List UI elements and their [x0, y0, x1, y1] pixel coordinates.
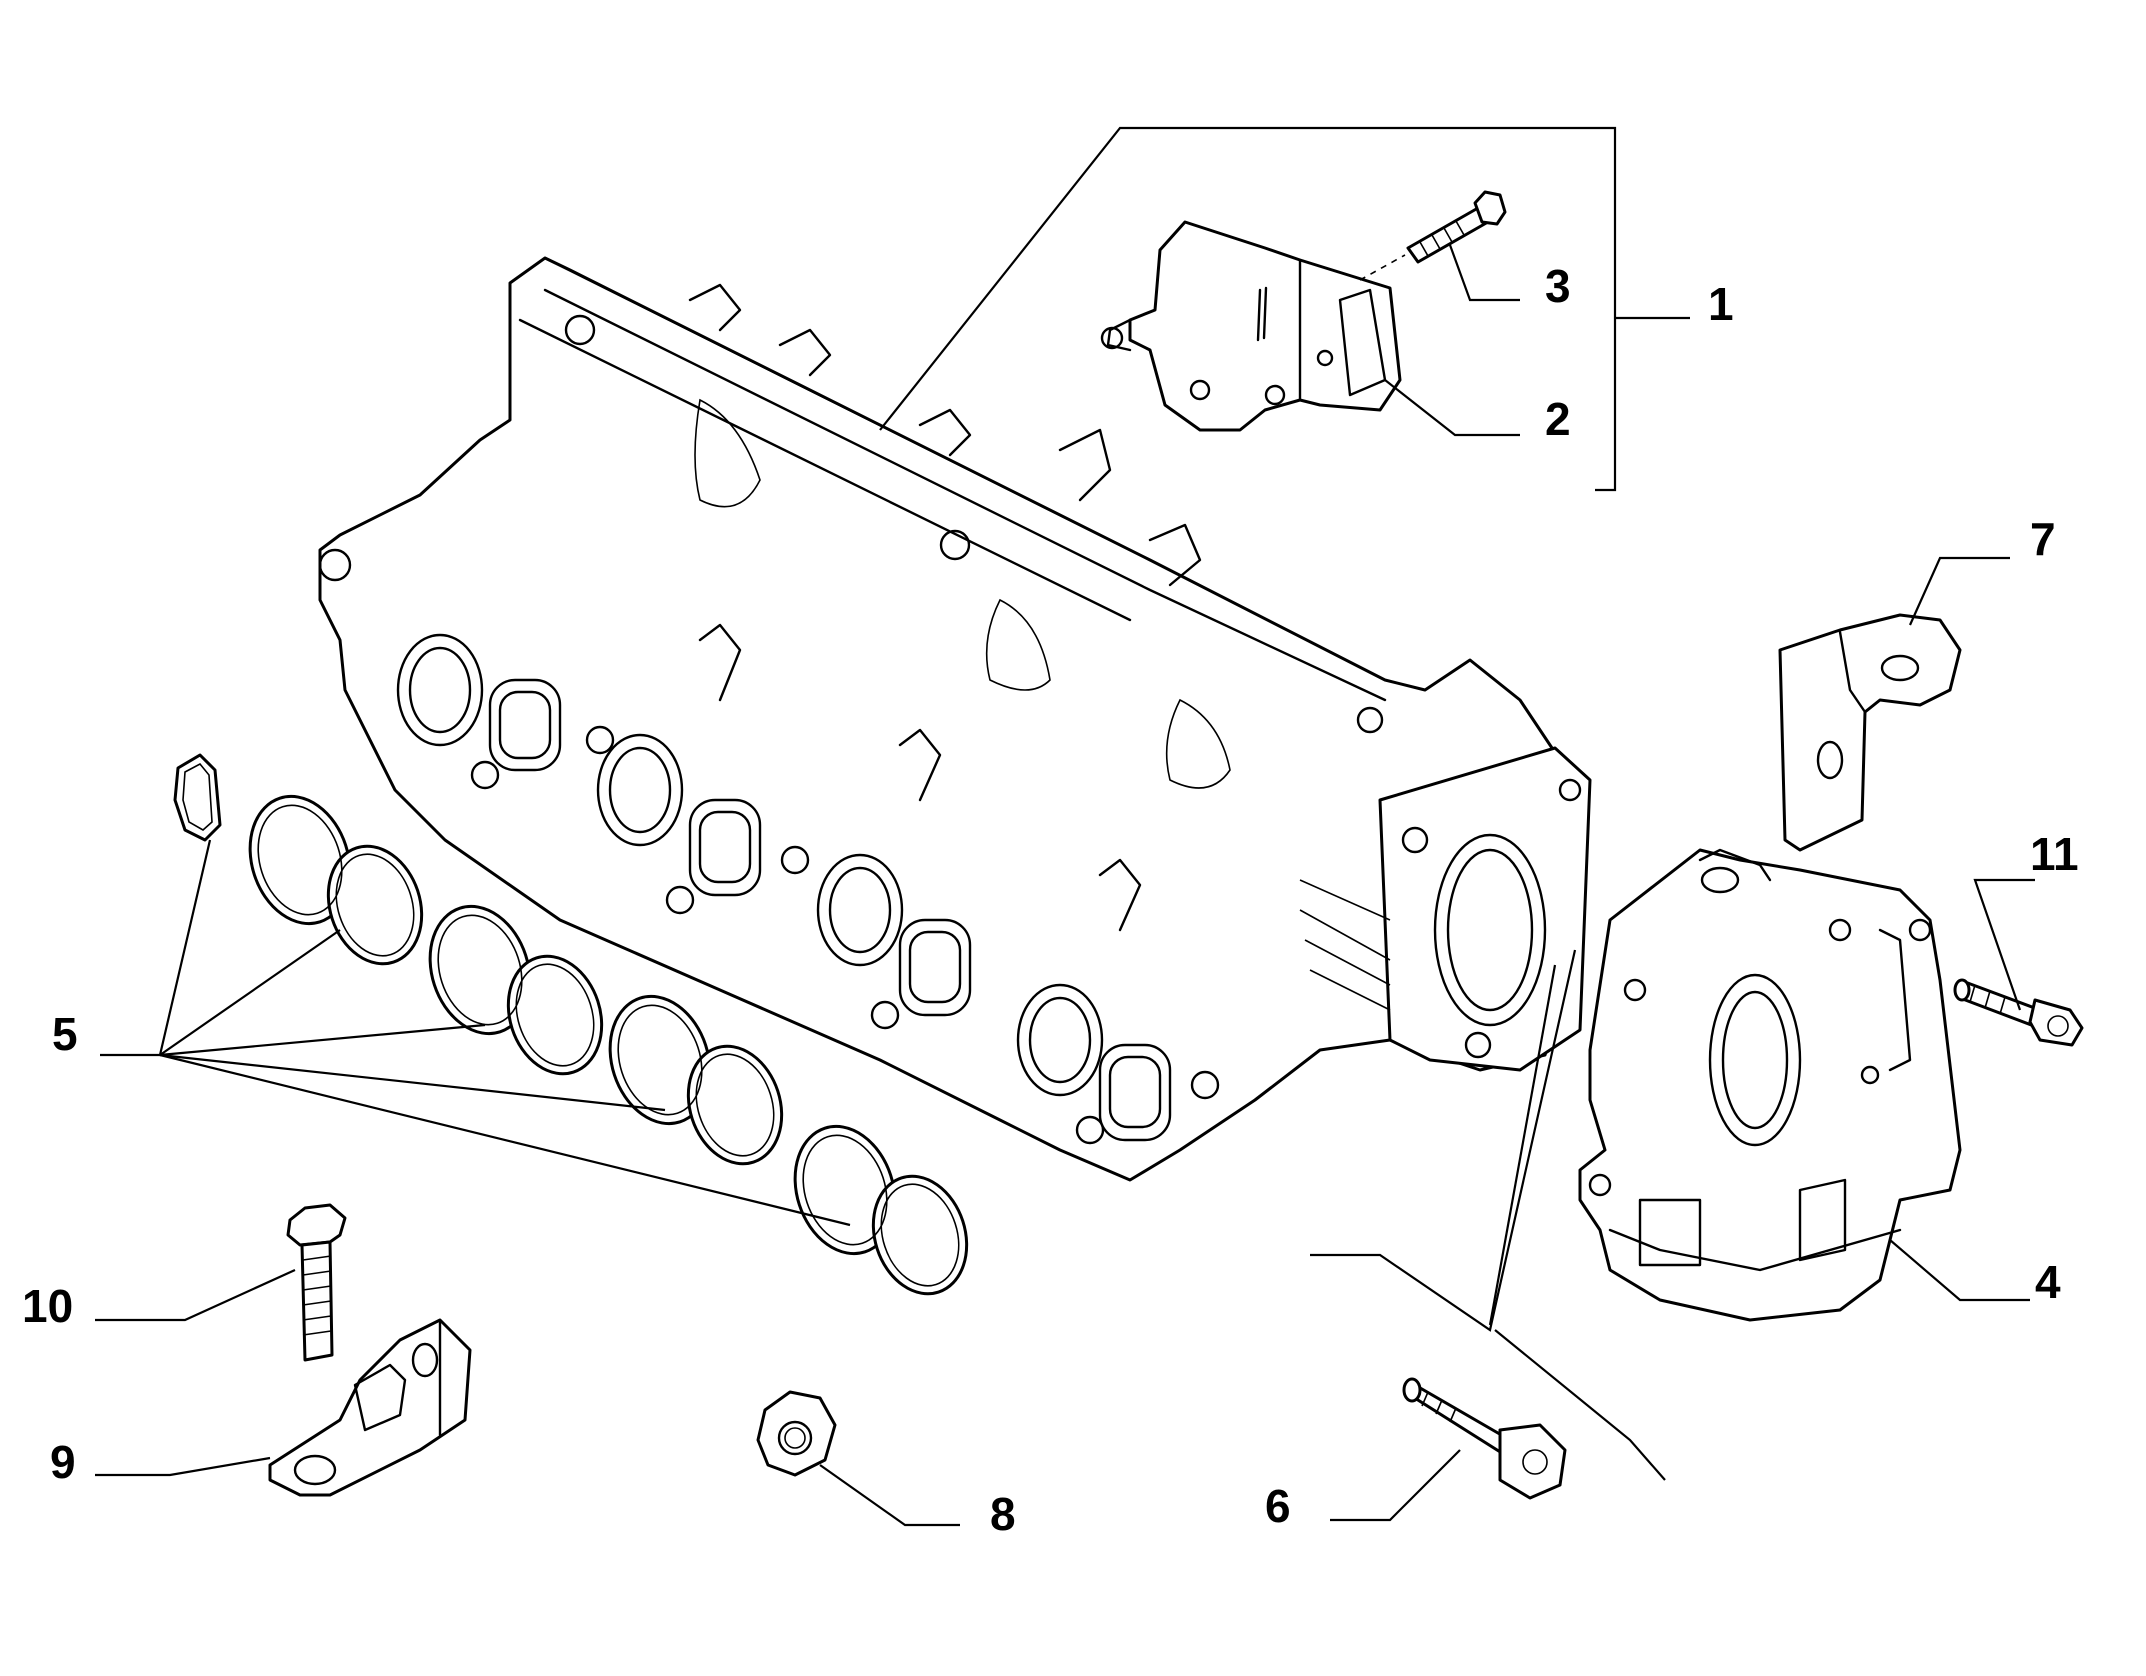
callout-4: 4	[2035, 1256, 2061, 1308]
gasket-4	[793, 1124, 969, 1296]
callout-5: 5	[52, 1008, 78, 1060]
leader-lines	[95, 126, 2035, 1527]
throttle-screw	[1953, 978, 2084, 1047]
callout-1: 1	[1708, 278, 1734, 330]
gasket-3	[608, 994, 784, 1166]
throttle-bolt	[1402, 1377, 1567, 1500]
callout-8: 8	[990, 1488, 1016, 1540]
callout-3: 3	[1545, 260, 1571, 312]
intake-manifold	[318, 256, 1592, 1182]
callout-6: 6	[1265, 1480, 1291, 1532]
callout-9: 9	[50, 1436, 76, 1488]
callout-10: 10	[22, 1280, 73, 1332]
sensor-screw	[1359, 190, 1507, 281]
callout-11: 11	[2030, 828, 2079, 880]
flange-nut	[756, 1390, 837, 1477]
hex-bolt	[286, 1203, 347, 1362]
gaskets	[173, 753, 969, 1296]
callout-7: 7	[2030, 513, 2056, 565]
gasket-1	[248, 794, 424, 966]
callout-2: 2	[1545, 393, 1571, 445]
callout-labels: 1 2 3 4 5 6 7 8 9 10 11	[22, 260, 2079, 1540]
throttle-body	[1578, 848, 1962, 1322]
pressure-sensor	[1100, 220, 1402, 432]
gasket-2	[428, 904, 604, 1076]
angle-bracket	[268, 1318, 472, 1497]
mounting-bracket	[1778, 613, 1962, 852]
